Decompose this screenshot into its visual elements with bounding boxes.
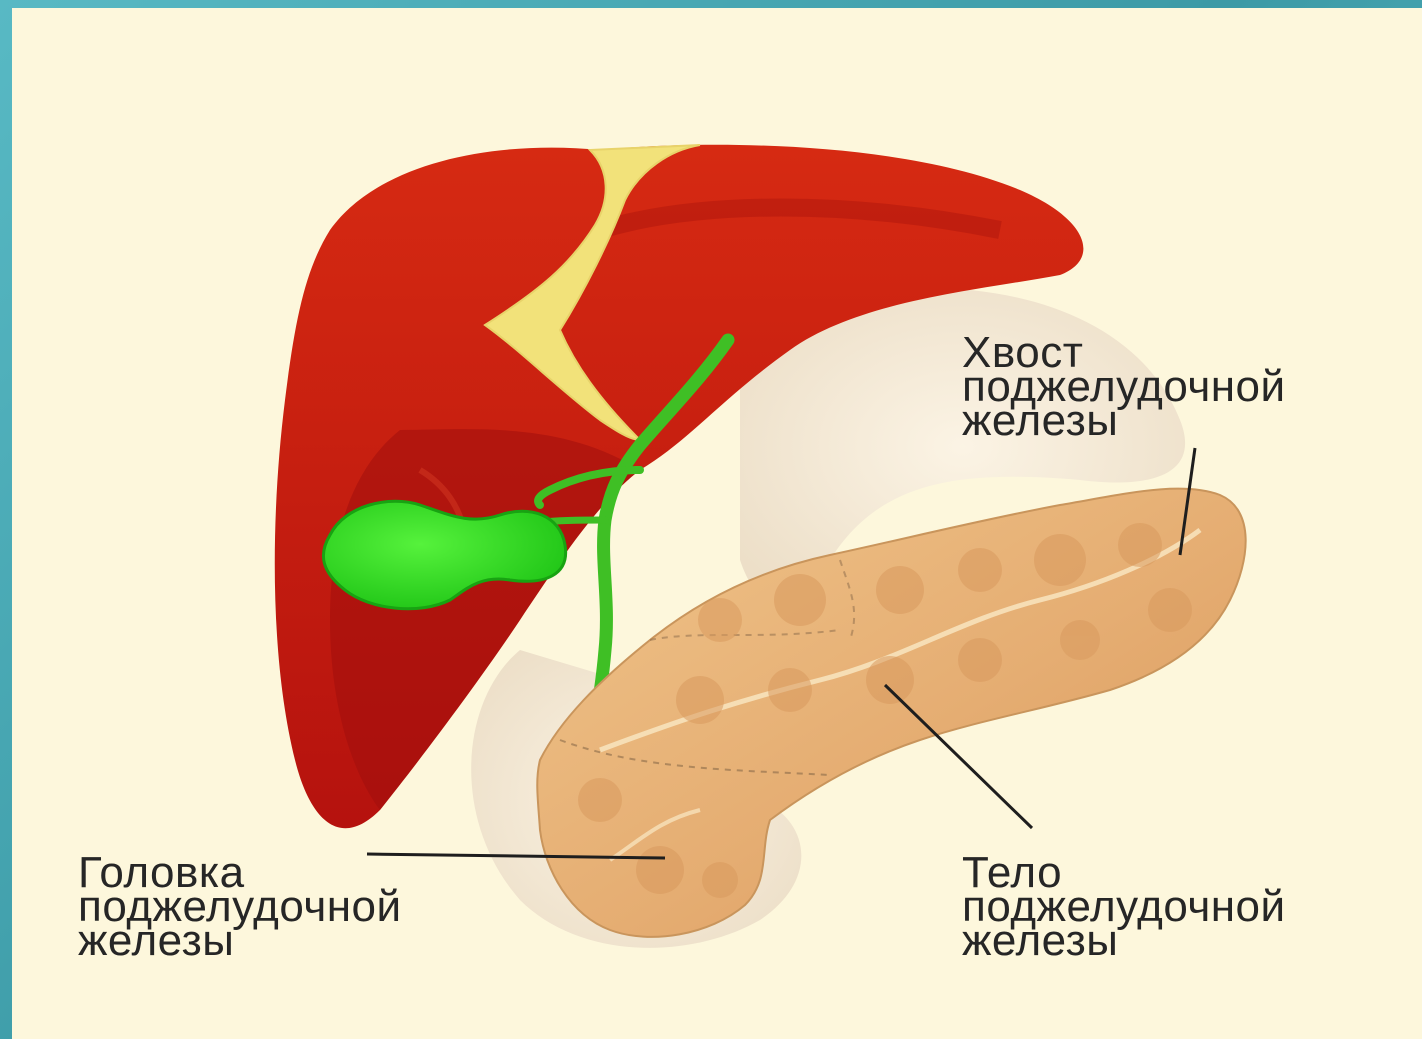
label-pancreas-tail: Хвост поджелудочной железы — [962, 336, 1286, 438]
label-pancreas-body: Тело поджелудочной железы — [962, 856, 1286, 958]
label-pancreas-head: Головка поджелудочной железы — [78, 856, 402, 958]
